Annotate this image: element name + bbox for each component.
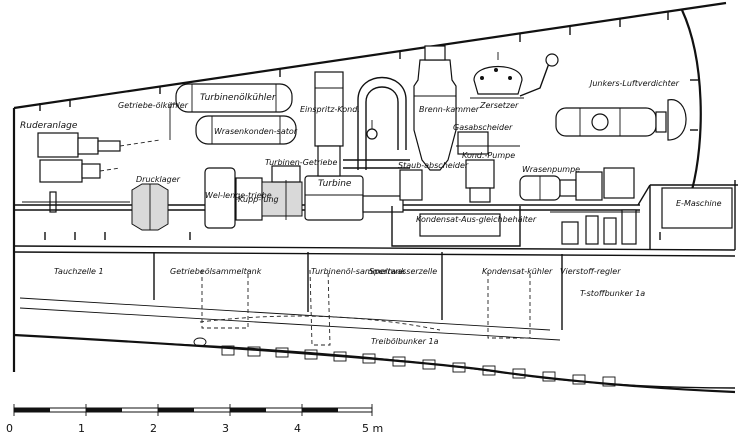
wellengetriebe-group <box>204 165 303 229</box>
scale-tick-4: 4 <box>294 422 301 435</box>
label-drucklager: Drucklager <box>136 175 181 184</box>
ruderanlage-motor <box>39 159 83 183</box>
staubabscheider-box <box>399 169 423 201</box>
label-wrasenkondensator: Wrasenkonden-sator <box>214 127 298 136</box>
scale-tick-0: 0 <box>6 422 13 435</box>
junkers-luftverdichter <box>555 107 667 137</box>
zersetzer-vessel <box>470 52 524 99</box>
hull-frame-line-2 <box>19 307 561 341</box>
label-sperrwasserzelle: Sperrwasserzelle <box>369 267 437 276</box>
scale-tick-5: 5 m <box>362 422 383 435</box>
loop-pipe <box>343 76 410 170</box>
label-einspritz-kond: Einspritz-Kond. <box>300 105 360 114</box>
label-getriebeoelkuehler: Getriebe-ölkühler <box>118 101 189 110</box>
e-maschine-box <box>661 187 733 229</box>
brennkammer-body <box>413 59 457 171</box>
hull-portholes <box>193 337 616 387</box>
turbinenoelkuehler-tank <box>175 83 293 113</box>
deck-rivets <box>39 12 698 240</box>
turbine-unit <box>304 175 404 221</box>
einspritz-kondensator <box>314 71 378 177</box>
label-e-maschine: E-Maschine <box>676 199 722 208</box>
label-wrasenpumpe: Wrasenpumpe <box>522 165 580 174</box>
hull-deck-line <box>13 1 727 110</box>
label-turbinengetriebe: Turbinen-Getriebe <box>265 158 337 167</box>
scale-tick-3: 3 <box>222 422 229 435</box>
ruderanlage-housing <box>37 132 79 158</box>
kond-pumpe-unit <box>465 159 495 203</box>
bow-bulkhead-slope <box>637 184 651 206</box>
label-turbinenoelkuehler: Turbinenölkühler <box>200 93 277 103</box>
brennkammer-vessel <box>413 45 457 171</box>
label-zersetzer: Zersetzer <box>479 101 519 110</box>
label-kondensatkuehler: Kondensat-kühler <box>482 267 553 276</box>
gasabscheider-unit <box>456 131 520 155</box>
label-kupplung: Kupp-lung <box>238 195 279 204</box>
label-treiboelbunker: Treibölbunker 1a <box>371 337 439 346</box>
hull-outline <box>12 1 738 394</box>
label-kondensat-ausgleich: Kondensat-Aus-gleichbehälter <box>416 215 537 224</box>
zersetzer-body <box>473 65 523 95</box>
label-gasabscheider: Gasabscheider <box>453 123 513 132</box>
cooler-tanks <box>169 83 297 145</box>
bow-dome <box>667 99 687 141</box>
deck-floor-line <box>13 245 736 251</box>
scale-bar: 0 1 2 3 4 5 m <box>6 404 383 435</box>
vierstoffregler-machinery <box>550 209 640 245</box>
wrasenpumpe-unit <box>519 167 635 201</box>
scale-tick-1: 1 <box>78 422 85 435</box>
turbinengetriebe-box <box>261 181 303 217</box>
scale-tick-2: 2 <box>150 422 157 435</box>
deck-floor-line-lower <box>13 251 736 257</box>
label-vierstoffregler: Vierstoff-regler <box>560 267 621 276</box>
label-staubabscheider: Staub-abscheider <box>398 161 469 170</box>
label-ruderanlage: Ruderanlage <box>20 121 78 131</box>
hull-frame-line-1 <box>19 297 551 331</box>
kondensat-ausgleichbehaelter <box>391 206 521 247</box>
hull-inner-curve <box>169 343 736 389</box>
label-turbinenoelsammeltank: Turbinenöl-sammeltank <box>311 267 406 276</box>
label-tauchzelle: Tauchzelle 1 <box>54 267 104 276</box>
label-brennkammer: Brenn-kammer <box>419 105 480 114</box>
label-kond-pumpe: Kond.-Pumpe <box>462 151 515 160</box>
diagram-labels: Ruderanlage Getriebe-ölkühler Turbinenöl… <box>20 79 722 346</box>
label-getriebeoelsammeltank: Getriebeölsammeltank <box>170 267 262 276</box>
lower-tank-divisions <box>153 252 563 346</box>
kupplung-box <box>235 177 263 221</box>
label-tstoffbunker: T-stoffbunker 1a <box>580 289 645 298</box>
drucklager <box>131 183 169 231</box>
wrasenkondensator-tank <box>195 115 297 145</box>
label-wellengetriebe: Wel-lenge-triebe <box>205 191 272 200</box>
label-turbine: Turbine <box>318 179 352 189</box>
label-junkers: Junkers-Luftverdichter <box>588 79 680 88</box>
ruderanlage-machinery <box>22 132 161 213</box>
wellengetriebe-box <box>204 167 236 229</box>
junkers-pipe-elbow <box>545 53 559 67</box>
